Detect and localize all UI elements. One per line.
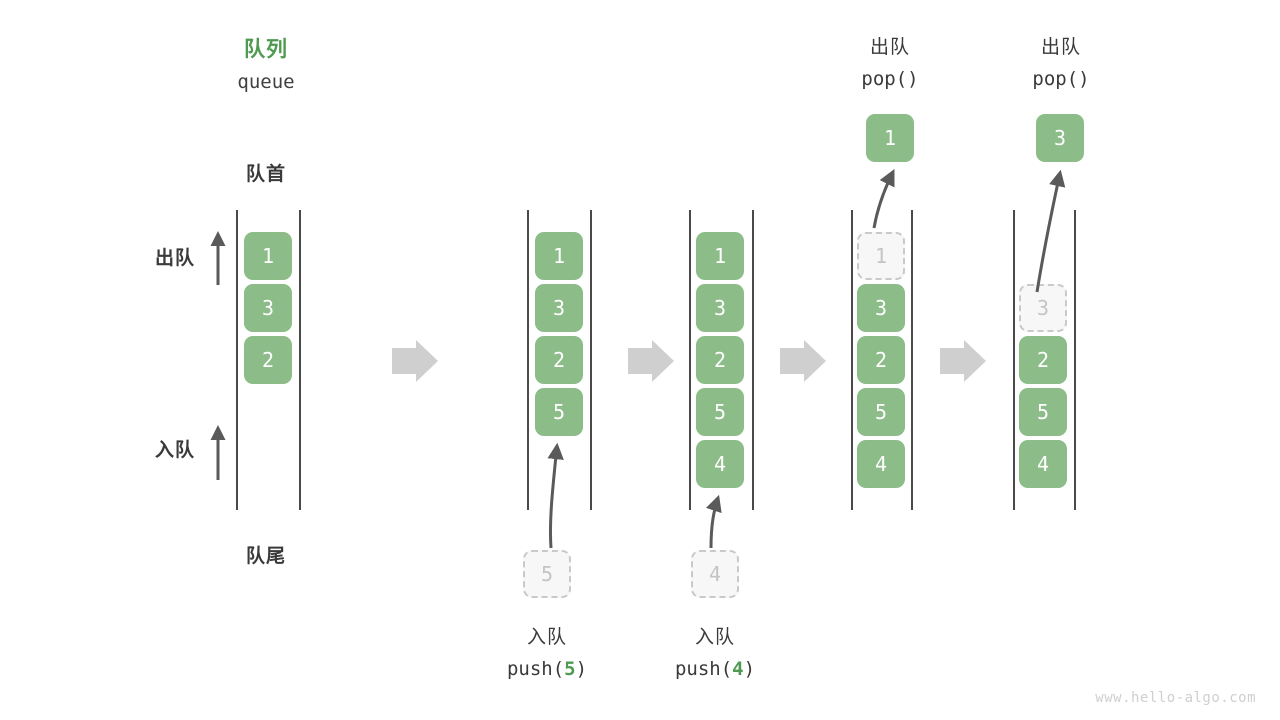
push-label-cn-2: 入队 [694,626,735,648]
queue-rail-right-5 [1074,210,1076,510]
push-arrow-1 [547,442,564,549]
push-code-value: 4 [732,658,744,680]
queue-cell: 5 [1019,388,1067,436]
queue-rail-right-2 [590,210,592,510]
queue-cell: 2 [857,336,905,384]
push-code-prefix: push( [506,658,565,680]
queue-cell: 4 [857,440,905,488]
pop-label-code-1: pop() [861,68,919,90]
pop-arrow-2 [1035,169,1066,293]
queue-cell: 5 [696,388,744,436]
queue-rail-left-5 [1013,210,1015,510]
enqueue-direction-label: 入队 [154,439,195,461]
queue-cell: 2 [696,336,744,384]
push-arrow-2 [706,494,722,549]
popped-element: 1 [866,114,914,162]
pop-label-code-2: pop() [1032,68,1090,90]
pop-arrow-1 [872,169,895,229]
queue-cell: 3 [857,284,905,332]
push-label-cn-1: 入队 [526,626,567,648]
dequeue-direction-label: 出队 [154,247,195,269]
push-code-suffix: ) [575,658,588,680]
queue-cell: 1 [535,232,583,280]
queue-rail-left-1 [236,210,238,510]
queue-cell: 2 [244,336,292,384]
incoming-element-ghost: 5 [523,550,571,598]
queue-cell: 2 [535,336,583,384]
transition-arrow-1 [392,340,438,382]
queue-rail-right-3 [752,210,754,510]
page-title-cn: 队列 [244,37,288,61]
queue-rail-left-3 [689,210,691,510]
queue-cell: 1 [696,232,744,280]
pop-label-cn-2: 出队 [1040,36,1081,58]
watermark: www.hello-algo.com [1095,690,1256,706]
queue-cell: 4 [696,440,744,488]
popped-element: 3 [1036,114,1084,162]
queue-rail-left-4 [851,210,853,510]
push-code-suffix: ) [743,658,756,680]
push-code-prefix: push( [674,658,733,680]
push-label-code-1: push(5) [467,658,627,680]
transition-arrow-4 [940,340,986,382]
transition-arrow-3 [780,340,826,382]
queue-front-label: 队首 [245,163,286,185]
queue-cell: 3 [696,284,744,332]
queue-cell: 3 [535,284,583,332]
queue-cell: 3 [244,284,292,332]
queue-cell-removed: 3 [1019,284,1067,332]
queue-cell: 5 [857,388,905,436]
queue-cell: 2 [1019,336,1067,384]
queue-cell: 4 [1019,440,1067,488]
queue-cell: 5 [535,388,583,436]
queue-rail-right-4 [911,210,913,510]
transition-arrow-2 [628,340,674,382]
queue-rear-label: 队尾 [245,545,286,567]
pop-label-cn-1: 出队 [869,36,910,58]
page-title-en: queue [237,71,295,93]
queue-cell: 1 [244,232,292,280]
push-label-code-2: push(4) [635,658,795,680]
queue-rail-right-1 [299,210,301,510]
queue-cell-removed: 1 [857,232,905,280]
push-code-value: 5 [564,658,576,680]
incoming-element-ghost: 4 [691,550,739,598]
queue-rail-left-2 [527,210,529,510]
